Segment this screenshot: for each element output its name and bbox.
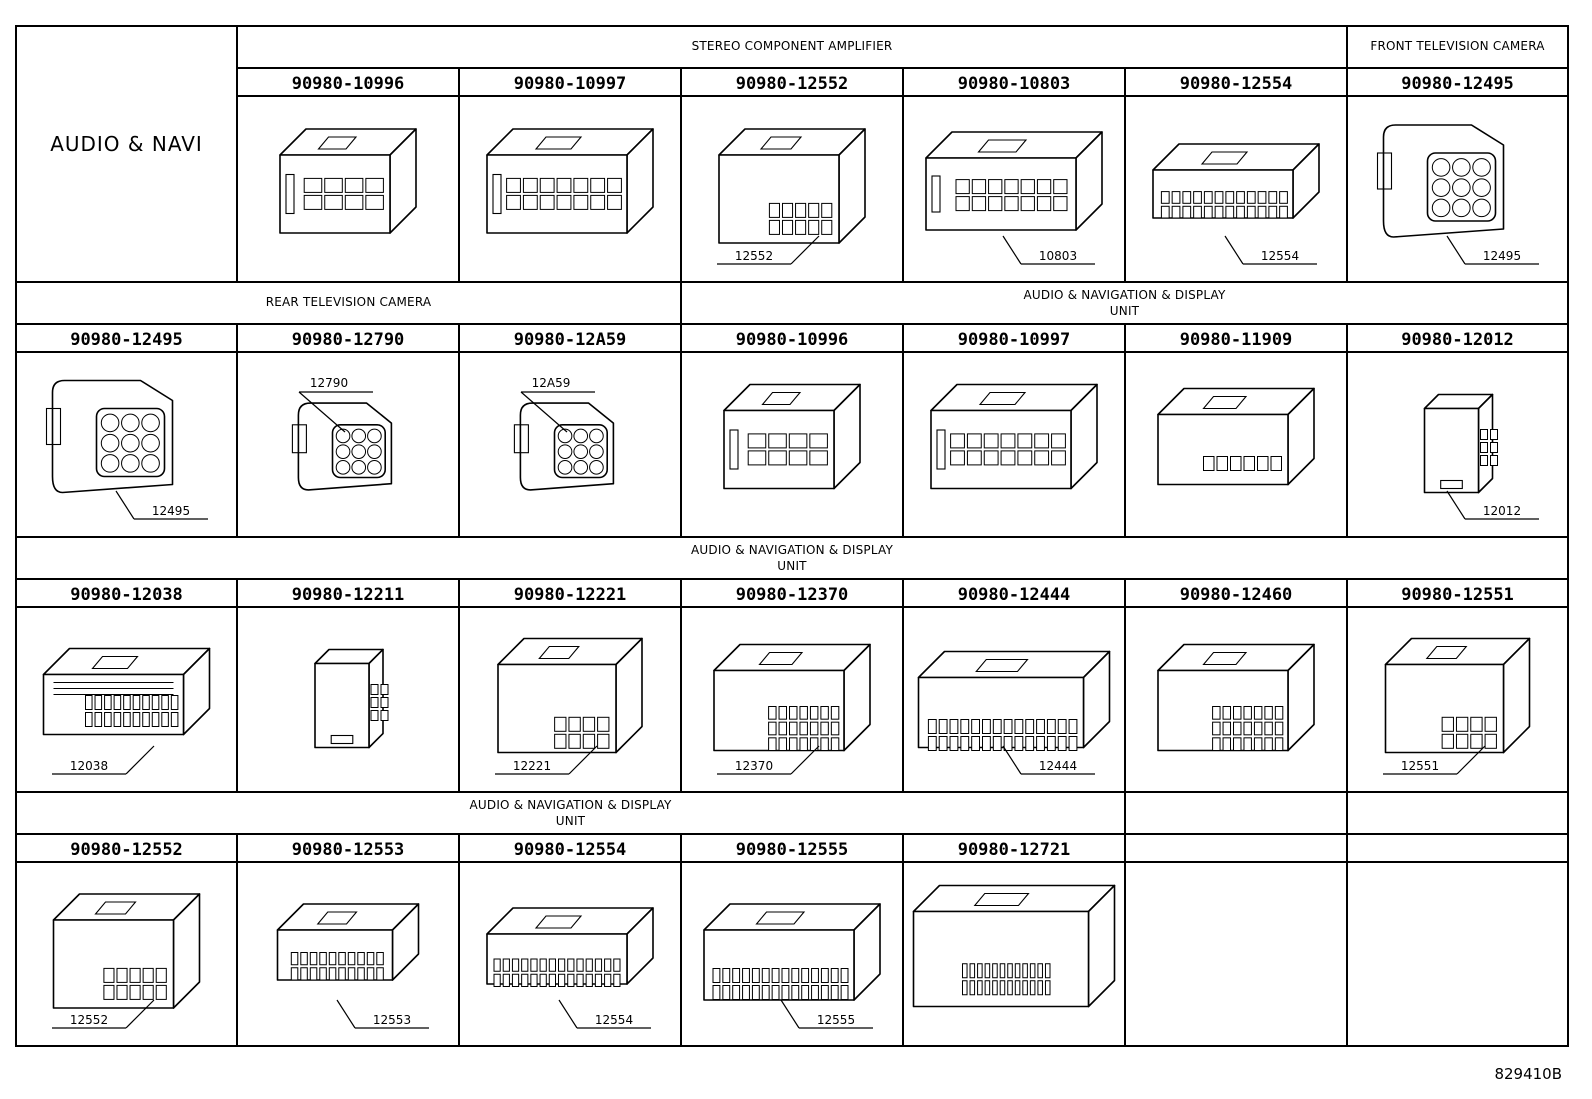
- part-number: 90980-12721: [958, 840, 1071, 860]
- callout-label: 12553: [373, 1013, 411, 1027]
- callout: 12038: [52, 745, 155, 775]
- callout-label: 12495: [152, 504, 190, 518]
- part-number: 90980-12552: [70, 840, 183, 860]
- connector-illustration: [291, 402, 393, 491]
- part-number: 90980-12038: [70, 585, 183, 605]
- part-number: 90980-12370: [736, 585, 849, 605]
- callout: 12552: [717, 235, 820, 265]
- callout-label: 12038: [70, 759, 108, 773]
- connector-illustration: [917, 650, 1111, 751]
- connector-illustration: [1157, 643, 1315, 752]
- part-number: 90980-12554: [514, 840, 627, 860]
- callout: 12554: [558, 999, 651, 1029]
- callout-label: 12552: [70, 1013, 108, 1027]
- callout-label: 12555: [817, 1013, 855, 1027]
- connector-illustration: [1423, 393, 1498, 494]
- callout: 12553: [336, 999, 429, 1029]
- part-number: 90980-12554: [1180, 74, 1293, 94]
- callout: 12370: [717, 745, 820, 775]
- group-label: AUDIO & NAVIGATION & DISPLAY: [469, 798, 671, 812]
- part-number: 90980-12553: [292, 840, 405, 860]
- callout: 12444: [1002, 745, 1095, 775]
- group-label: STEREO COMPONENT AMPLIFIER: [692, 39, 893, 53]
- callout: 12555: [780, 999, 873, 1029]
- part-number: 90980-12495: [1401, 74, 1514, 94]
- connector-illustration: [42, 647, 211, 736]
- connector-illustration: [713, 643, 871, 752]
- connector-illustration: [723, 383, 861, 490]
- callout: 12790: [298, 376, 373, 433]
- callout-label: 10803: [1039, 249, 1077, 263]
- connector-illustration: [279, 128, 417, 234]
- connector-illustration: [52, 893, 201, 1009]
- group-label-line2: UNIT: [777, 559, 807, 573]
- connector-illustration: [1152, 143, 1320, 219]
- callout-label: 12554: [595, 1013, 633, 1027]
- part-number: 90980-10803: [958, 74, 1071, 94]
- part-number: 90980-12552: [736, 74, 849, 94]
- part-number: 90980-10996: [736, 330, 849, 350]
- figure-id: 829410B: [1494, 1065, 1562, 1083]
- callout-label: 12551: [1401, 759, 1439, 773]
- part-number: 90980-12221: [514, 585, 627, 605]
- connector-illustration: [912, 884, 1116, 1008]
- connector-illustration: [497, 637, 643, 754]
- connector-illustration: [1376, 124, 1505, 238]
- callout: 12551: [1383, 745, 1486, 775]
- group-label: AUDIO & NAVIGATION & DISPLAY: [1023, 288, 1225, 302]
- connector-illustration: [513, 402, 615, 491]
- connector-illustration: [1157, 387, 1315, 486]
- part-number: 90980-10996: [292, 74, 405, 94]
- connector-illustration: [486, 907, 654, 987]
- part-number: 90980-12211: [292, 585, 405, 605]
- part-number: 90980-11909: [1180, 330, 1293, 350]
- callout: 12012: [1446, 490, 1539, 520]
- callout: 10803: [1002, 235, 1095, 265]
- callout: 12221: [495, 745, 598, 775]
- group-label: REAR TELEVISION CAMERA: [266, 295, 432, 309]
- connector-illustration: [703, 903, 881, 1001]
- callout-label: 12552: [735, 249, 773, 263]
- connector-illustration: [925, 131, 1103, 231]
- callout-label: 12790: [310, 376, 348, 390]
- callout: 12495: [1446, 235, 1539, 265]
- part-number: 90980-12551: [1401, 585, 1514, 605]
- part-number: 90980-10997: [514, 74, 627, 94]
- part-number: 90980-12555: [736, 840, 849, 860]
- connector-illustration: [276, 903, 420, 981]
- part-number: 90980-10997: [958, 330, 1071, 350]
- callout-label: 12495: [1483, 249, 1521, 263]
- callout-label: 12370: [735, 759, 773, 773]
- connector-illustration: [45, 379, 174, 494]
- callout-label: 12012: [1483, 504, 1521, 518]
- group-label-line2: UNIT: [556, 814, 586, 828]
- part-number: 90980-12790: [292, 330, 405, 350]
- connector-illustration: [930, 383, 1098, 490]
- connector-illustration: [1384, 637, 1531, 754]
- callout-label: 12221: [513, 759, 551, 773]
- callout: 12495: [115, 490, 208, 520]
- callout: 12554: [1224, 235, 1317, 265]
- part-number: 90980-12495: [70, 330, 183, 350]
- callout-label: 12554: [1261, 249, 1299, 263]
- group-label: FRONT TELEVISION CAMERA: [1370, 39, 1545, 53]
- group-label: AUDIO & NAVIGATION & DISPLAY: [691, 543, 893, 557]
- callout: 12A59: [520, 376, 595, 433]
- part-number: 90980-12012: [1401, 330, 1514, 350]
- part-number: 90980-12444: [958, 585, 1071, 605]
- connector-illustration: [314, 648, 389, 749]
- callout-label: 12444: [1039, 759, 1077, 773]
- connector-illustration: [486, 128, 654, 234]
- connector-illustration: [718, 128, 866, 244]
- group-label-line2: UNIT: [1110, 304, 1140, 318]
- callout: 12552: [52, 999, 155, 1029]
- page-title: AUDIO & NAVI: [50, 132, 203, 156]
- part-number: 90980-12460: [1180, 585, 1293, 605]
- callout-label: 12A59: [532, 376, 571, 390]
- part-number: 90980-12A59: [514, 330, 627, 350]
